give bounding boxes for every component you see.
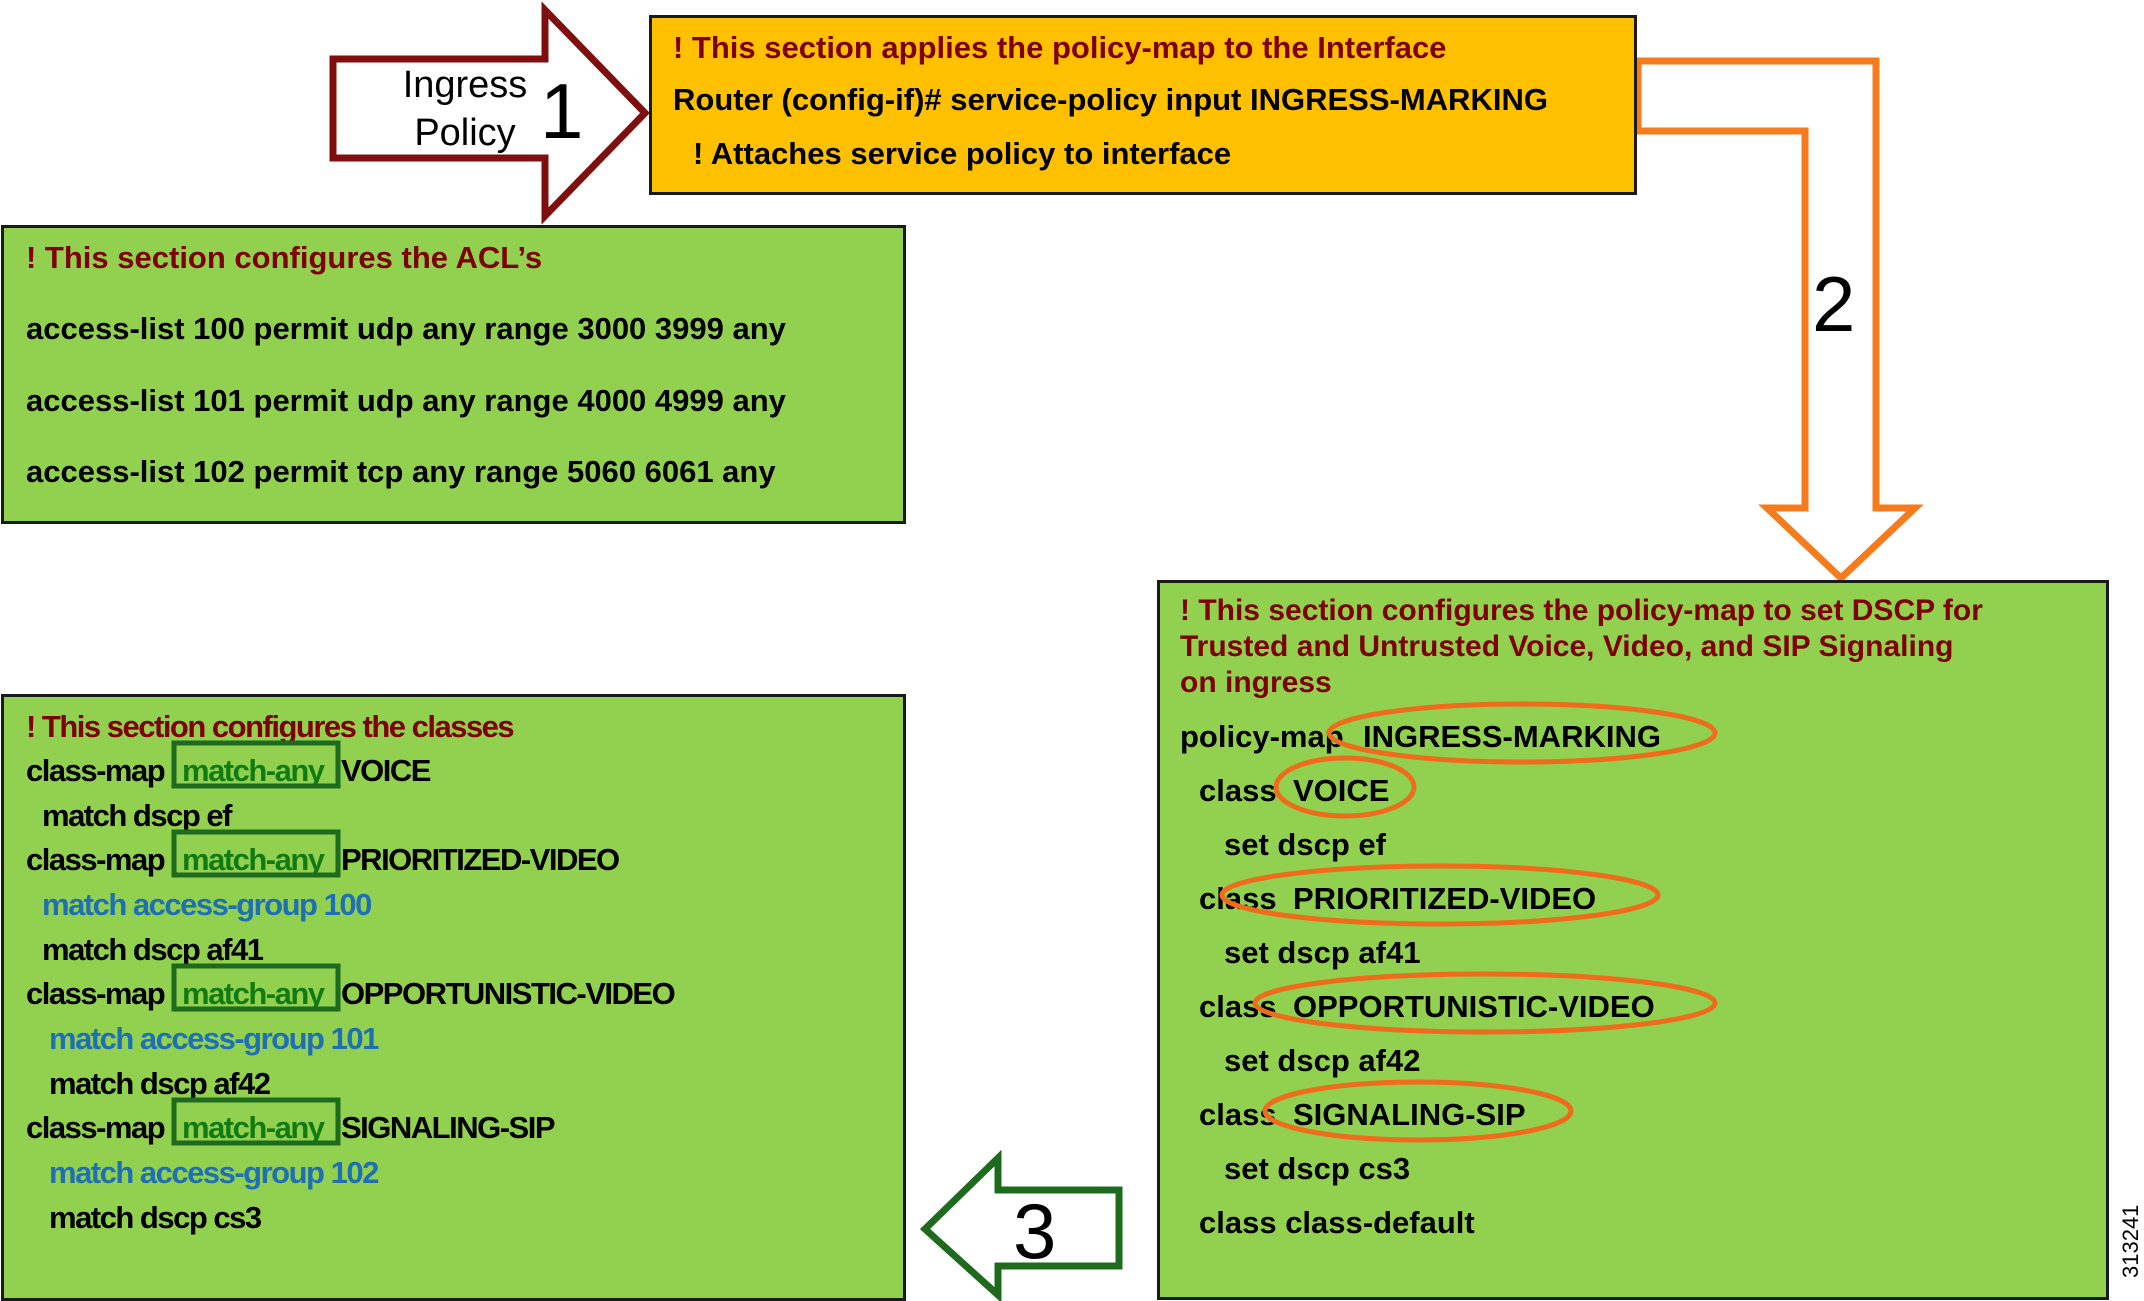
policy-map-keyword: policy-map bbox=[1180, 719, 1344, 754]
match-access-group-line: match access-group 102 bbox=[49, 1155, 379, 1190]
class-map-keyword: class-map bbox=[26, 1110, 166, 1145]
service-policy-command: Router (config-if)# service-policy input… bbox=[673, 82, 1548, 117]
step3-number: 3 bbox=[1013, 1187, 1057, 1275]
match-dscp-line: match dscp af42 bbox=[49, 1066, 271, 1101]
policy-map-box: ! This section configures the policy-map… bbox=[1157, 580, 2109, 1300]
acl-line: access-list 100 permit udp any range 300… bbox=[26, 311, 786, 346]
step2-number: 2 bbox=[1812, 260, 1856, 348]
attach-comment: ! Attaches service policy to interface bbox=[693, 136, 1232, 171]
match-dscp-line: match dscp af41 bbox=[42, 932, 264, 967]
policy-set-line: set dscp af42 bbox=[1224, 1043, 1421, 1078]
policy-set-line: set dscp af41 bbox=[1224, 935, 1421, 970]
classes-box-header: ! This section configures the classes bbox=[26, 709, 515, 744]
class-map-name: OPPORTUNISTIC-VIDEO bbox=[341, 976, 676, 1011]
match-any-keyword: match-any bbox=[182, 976, 325, 1011]
match-dscp-line: match dscp cs3 bbox=[49, 1200, 262, 1235]
class-default-line: class class-default bbox=[1199, 1205, 1475, 1240]
ingress-policy-label: Ingress Policy bbox=[385, 62, 545, 157]
policy-box-header-line: Trusted and Untrusted Voice, Video, and … bbox=[1180, 630, 1954, 663]
ingress-label-line2: Policy bbox=[414, 111, 516, 154]
class-map-name: PRIORITIZED-VIDEO bbox=[341, 842, 620, 877]
class-map-name: VOICE bbox=[341, 753, 431, 788]
match-access-group-line: match access-group 100 bbox=[42, 887, 372, 922]
interface-box-header: ! This section applies the policy-map to… bbox=[673, 30, 1447, 65]
ingress-arrow bbox=[329, 1, 650, 225]
class-map-keyword: class-map bbox=[26, 976, 166, 1011]
class-keyword: class bbox=[1199, 773, 1277, 808]
class-map-name: SIGNALING-SIP bbox=[341, 1110, 556, 1145]
policy-class-name: SIGNALING-SIP bbox=[1293, 1097, 1526, 1132]
policy-set-line: set dscp cs3 bbox=[1224, 1151, 1411, 1186]
acl-config-box: ! This section configures the ACL’s acce… bbox=[1, 225, 906, 524]
acl-line: access-list 102 permit tcp any range 506… bbox=[26, 454, 776, 489]
acl-line: access-list 101 permit udp any range 400… bbox=[26, 383, 786, 418]
class-keyword: class bbox=[1199, 1097, 1277, 1132]
green-left-arrow bbox=[919, 1149, 1123, 1301]
match-any-keyword: match-any bbox=[182, 1110, 325, 1145]
match-any-keyword: match-any bbox=[182, 753, 325, 788]
class-keyword: class bbox=[1199, 989, 1277, 1024]
match-access-group-line: match access-group 101 bbox=[49, 1021, 379, 1056]
step1-number: 1 bbox=[540, 67, 584, 155]
match-any-keyword: match-any bbox=[182, 842, 325, 877]
policy-set-line: set dscp ef bbox=[1224, 827, 1386, 862]
policy-class-name: VOICE bbox=[1293, 773, 1390, 808]
class-keyword: class bbox=[1199, 881, 1277, 916]
policy-map-name: INGRESS-MARKING bbox=[1363, 719, 1661, 754]
match-dscp-line: match dscp ef bbox=[42, 798, 232, 833]
orange-connector-arrow bbox=[1634, 57, 1924, 583]
class-map-keyword: class-map bbox=[26, 753, 166, 788]
classes-config-box: ! This section configures the classes cl… bbox=[1, 694, 906, 1301]
policy-class-name: PRIORITIZED-VIDEO bbox=[1293, 881, 1597, 916]
class-map-keyword: class-map bbox=[26, 842, 166, 877]
policy-class-name: OPPORTUNISTIC-VIDEO bbox=[1293, 989, 1655, 1024]
acl-box-header: ! This section configures the ACL’s bbox=[26, 240, 543, 275]
ingress-label-line1: Ingress bbox=[402, 64, 528, 106]
policy-box-header-line: on ingress bbox=[1180, 666, 1332, 699]
figure-id: 313241 bbox=[2118, 1204, 2143, 1278]
interface-config-box: ! This section applies the policy-map to… bbox=[649, 15, 1637, 195]
policy-box-header-line: ! This section configures the policy-map… bbox=[1180, 594, 1983, 627]
